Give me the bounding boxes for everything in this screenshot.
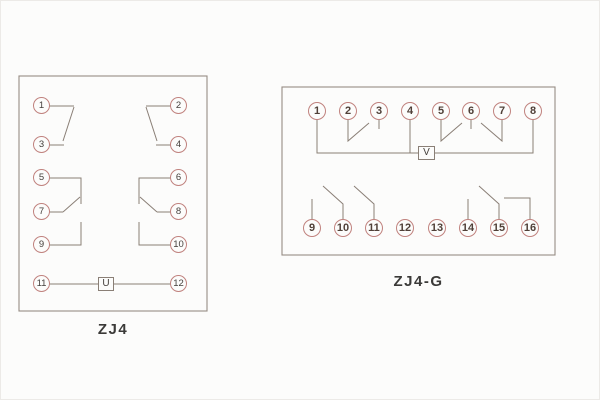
zj4g-terminal-16: 16	[521, 219, 539, 237]
zj4g-terminal-2: 2	[339, 102, 357, 120]
zj4g-terminal-12: 12	[396, 219, 414, 237]
zj4-terminal-1: 1	[33, 97, 50, 114]
zj4-terminal-5: 5	[33, 169, 50, 186]
zj4g-terminal-11: 11	[365, 219, 383, 237]
zj4-terminal-6: 6	[170, 169, 187, 186]
zj4g-terminal-7: 7	[493, 102, 511, 120]
zj4-terminal-11: 11	[33, 275, 50, 292]
zj4g-terminal-10: 10	[334, 219, 352, 237]
zj4-terminal-12: 12	[170, 275, 187, 292]
zj4g-terminal-4: 4	[401, 102, 419, 120]
zj4g-terminal-8: 8	[524, 102, 542, 120]
zj4-wiring	[49, 105, 171, 285]
zj4-terminal-10: 10	[170, 236, 187, 253]
zj4g-wiring	[311, 120, 534, 219]
zj4g-terminal-13: 13	[428, 219, 446, 237]
zj4-terminal-7: 7	[33, 203, 50, 220]
v-element-box: V	[418, 146, 435, 160]
zj4g-terminal-6: 6	[462, 102, 480, 120]
zj4-terminal-3: 3	[33, 136, 50, 153]
zj4g-terminal-1: 1	[308, 102, 326, 120]
u-element-box: U	[98, 277, 114, 291]
zj4g-terminal-14: 14	[459, 219, 477, 237]
zj4g-caption: ZJ4-G	[393, 273, 444, 290]
zj4-caption: ZJ4	[97, 321, 129, 338]
zj4g-terminal-9: 9	[303, 219, 321, 237]
zj4-terminal-9: 9	[33, 236, 50, 253]
zj4g-terminal-15: 15	[490, 219, 508, 237]
zj4-terminal-2: 2	[170, 97, 187, 114]
zj4g-terminal-3: 3	[370, 102, 388, 120]
zj4-terminal-8: 8	[170, 203, 187, 220]
zj4g-terminal-5: 5	[432, 102, 450, 120]
zj4-terminal-4: 4	[170, 136, 187, 153]
